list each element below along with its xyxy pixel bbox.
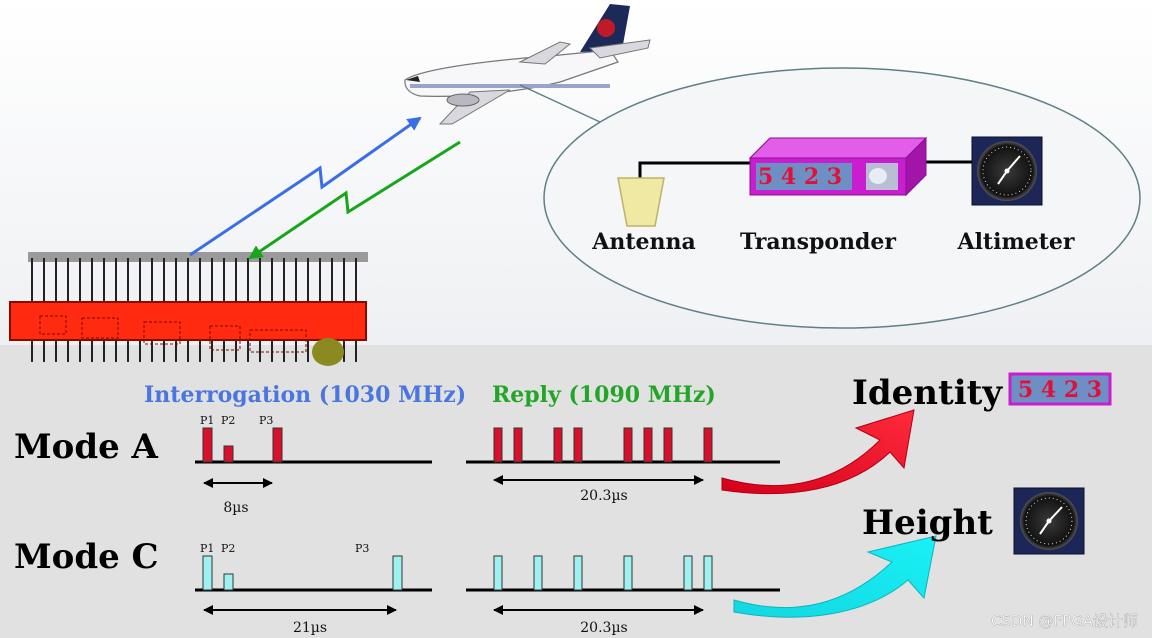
mode-a-reply-pulse: [623, 427, 633, 463]
mode-c-reply-span: 20.3µs: [580, 620, 627, 636]
callout-leader: [519, 84, 601, 123]
height-label: Height: [862, 503, 993, 543]
mode-c-p2-label: P2: [221, 542, 235, 555]
mode-a-reply-pulse: [663, 427, 673, 463]
mode-c-label: Mode C: [14, 537, 159, 577]
mode-c-p1-label: P1: [200, 542, 214, 555]
curved-arrow-icon: [733, 535, 937, 618]
mode-c-interrogation-span: 21µs: [293, 620, 327, 636]
mode-a-label: Mode A: [14, 427, 159, 467]
antenna-label: Antenna: [591, 229, 695, 255]
mode-c-reply-pulse: [703, 555, 713, 591]
mode-a-reply-pulses: [493, 427, 713, 463]
downlink-signal: [248, 140, 461, 260]
mode-c-pulse-p2: [223, 573, 234, 591]
altimeter-label: Altimeter: [957, 229, 1075, 255]
mode-a-p2-label: P2: [221, 414, 235, 427]
identity-code: 5 4 2 3: [1018, 377, 1102, 403]
identity-label: Identity: [852, 373, 1003, 413]
airplane-icon: [404, 4, 651, 125]
mode-c-reply-pulse: [533, 555, 543, 591]
interrogation-header: Interrogation (1030 MHz): [144, 382, 466, 408]
mode-c-reply-pulses: [493, 555, 713, 591]
mode-c-interrogation-pulses: [202, 555, 403, 591]
mode-a-pulse-p2: [223, 445, 234, 463]
mode-a-reply-span: 20.3µs: [580, 488, 627, 504]
mode-c-pulse-p3: [392, 555, 403, 591]
mode-a-p1-label: P1: [200, 414, 214, 427]
curved-arrow-icon: [721, 409, 915, 495]
mode-a-interrogation-pulses: [202, 427, 283, 463]
altimeter-icon: [1013, 487, 1085, 555]
transponder-label: Transponder: [740, 229, 896, 255]
mode-a-reply-pulse: [573, 427, 583, 463]
mode-a-pulse-p3: [272, 427, 283, 463]
mode-a-p3-label: P3: [259, 414, 273, 427]
mode-c-reply-pulse: [683, 555, 693, 591]
mode-a-reply-pulse: [493, 427, 503, 463]
mode-c-reply-pulse: [623, 555, 633, 591]
mode-c-pulse-p1: [202, 555, 213, 591]
transponder-icon: [748, 136, 928, 197]
mode-a-reply-pulse: [513, 427, 523, 463]
mode-c-reply-pulse: [573, 555, 583, 591]
watermark: CSDN @FPGA设计师: [991, 612, 1138, 630]
antenna-cable: [638, 161, 752, 178]
mode-a-interrogation-span: 8µs: [223, 500, 248, 516]
mode-a-pulse-p1: [202, 427, 213, 463]
identity-code-box: [1008, 372, 1112, 406]
mode-c-reply-pulse: [493, 555, 503, 591]
reply-header: Reply (1090 MHz): [492, 382, 716, 408]
radar-ground-station-icon: [9, 252, 368, 366]
uplink-signal: [189, 116, 422, 257]
mode-a-reply-pulse: [553, 427, 563, 463]
mode-a-reply-pulse: [703, 427, 713, 463]
antenna-icon: [617, 177, 665, 227]
mode-c-p3-label: P3: [355, 542, 369, 555]
callout-ellipse: [543, 67, 1141, 329]
altimeter-icon: [971, 136, 1043, 206]
mode-a-reply-pulse: [643, 427, 653, 463]
transponder-code: 5 4 2 3: [758, 164, 842, 190]
